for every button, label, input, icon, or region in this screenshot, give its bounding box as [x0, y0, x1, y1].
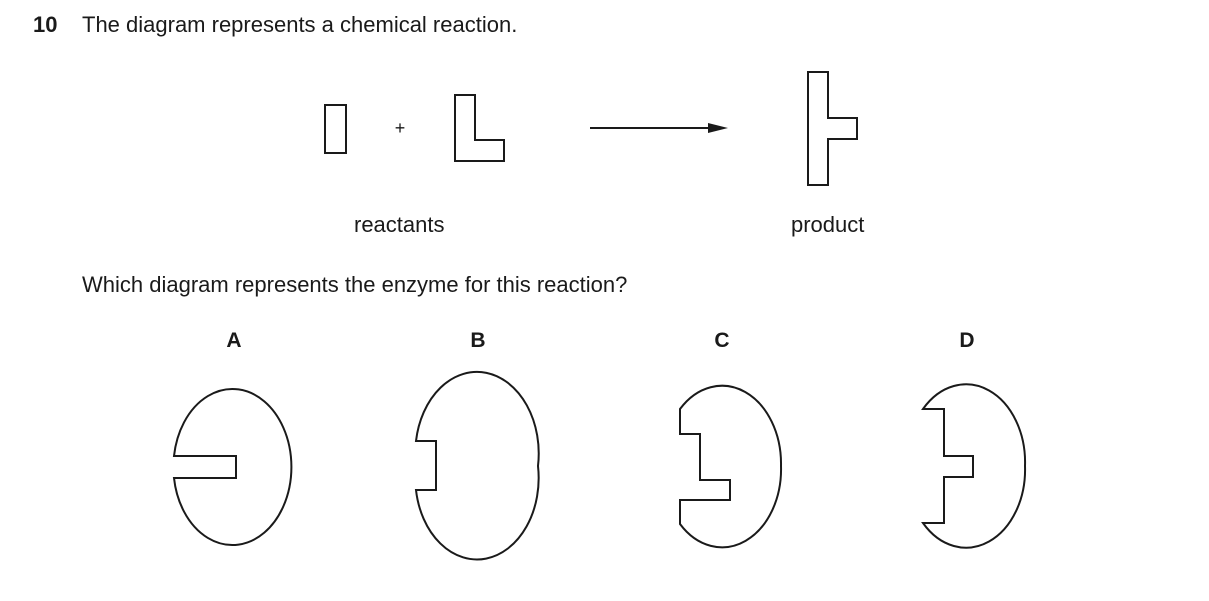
arrowhead-icon: [708, 123, 728, 133]
enzyme-c-shape: [679, 384, 783, 549]
product-shape: [807, 71, 858, 186]
option-d-label[interactable]: D: [959, 329, 975, 352]
option-a-label[interactable]: A: [226, 329, 242, 352]
reactant-l-shape: [454, 94, 505, 162]
reactant-rectangle: [324, 104, 347, 154]
option-c-label[interactable]: C: [714, 329, 730, 352]
enzyme-d-shape: [921, 383, 1027, 549]
plus-sign: +: [395, 118, 406, 138]
option-b-label[interactable]: B: [470, 329, 486, 352]
enzyme-a-shape: [172, 388, 293, 546]
question-number: 10: [33, 12, 58, 37]
reactants-label: reactants: [354, 212, 445, 237]
product-label: product: [791, 212, 865, 237]
question-prompt: Which diagram represents the enzyme for …: [82, 272, 628, 297]
question-stem: The diagram represents a chemical reacti…: [82, 12, 518, 37]
enzyme-b-shape: [414, 370, 540, 561]
